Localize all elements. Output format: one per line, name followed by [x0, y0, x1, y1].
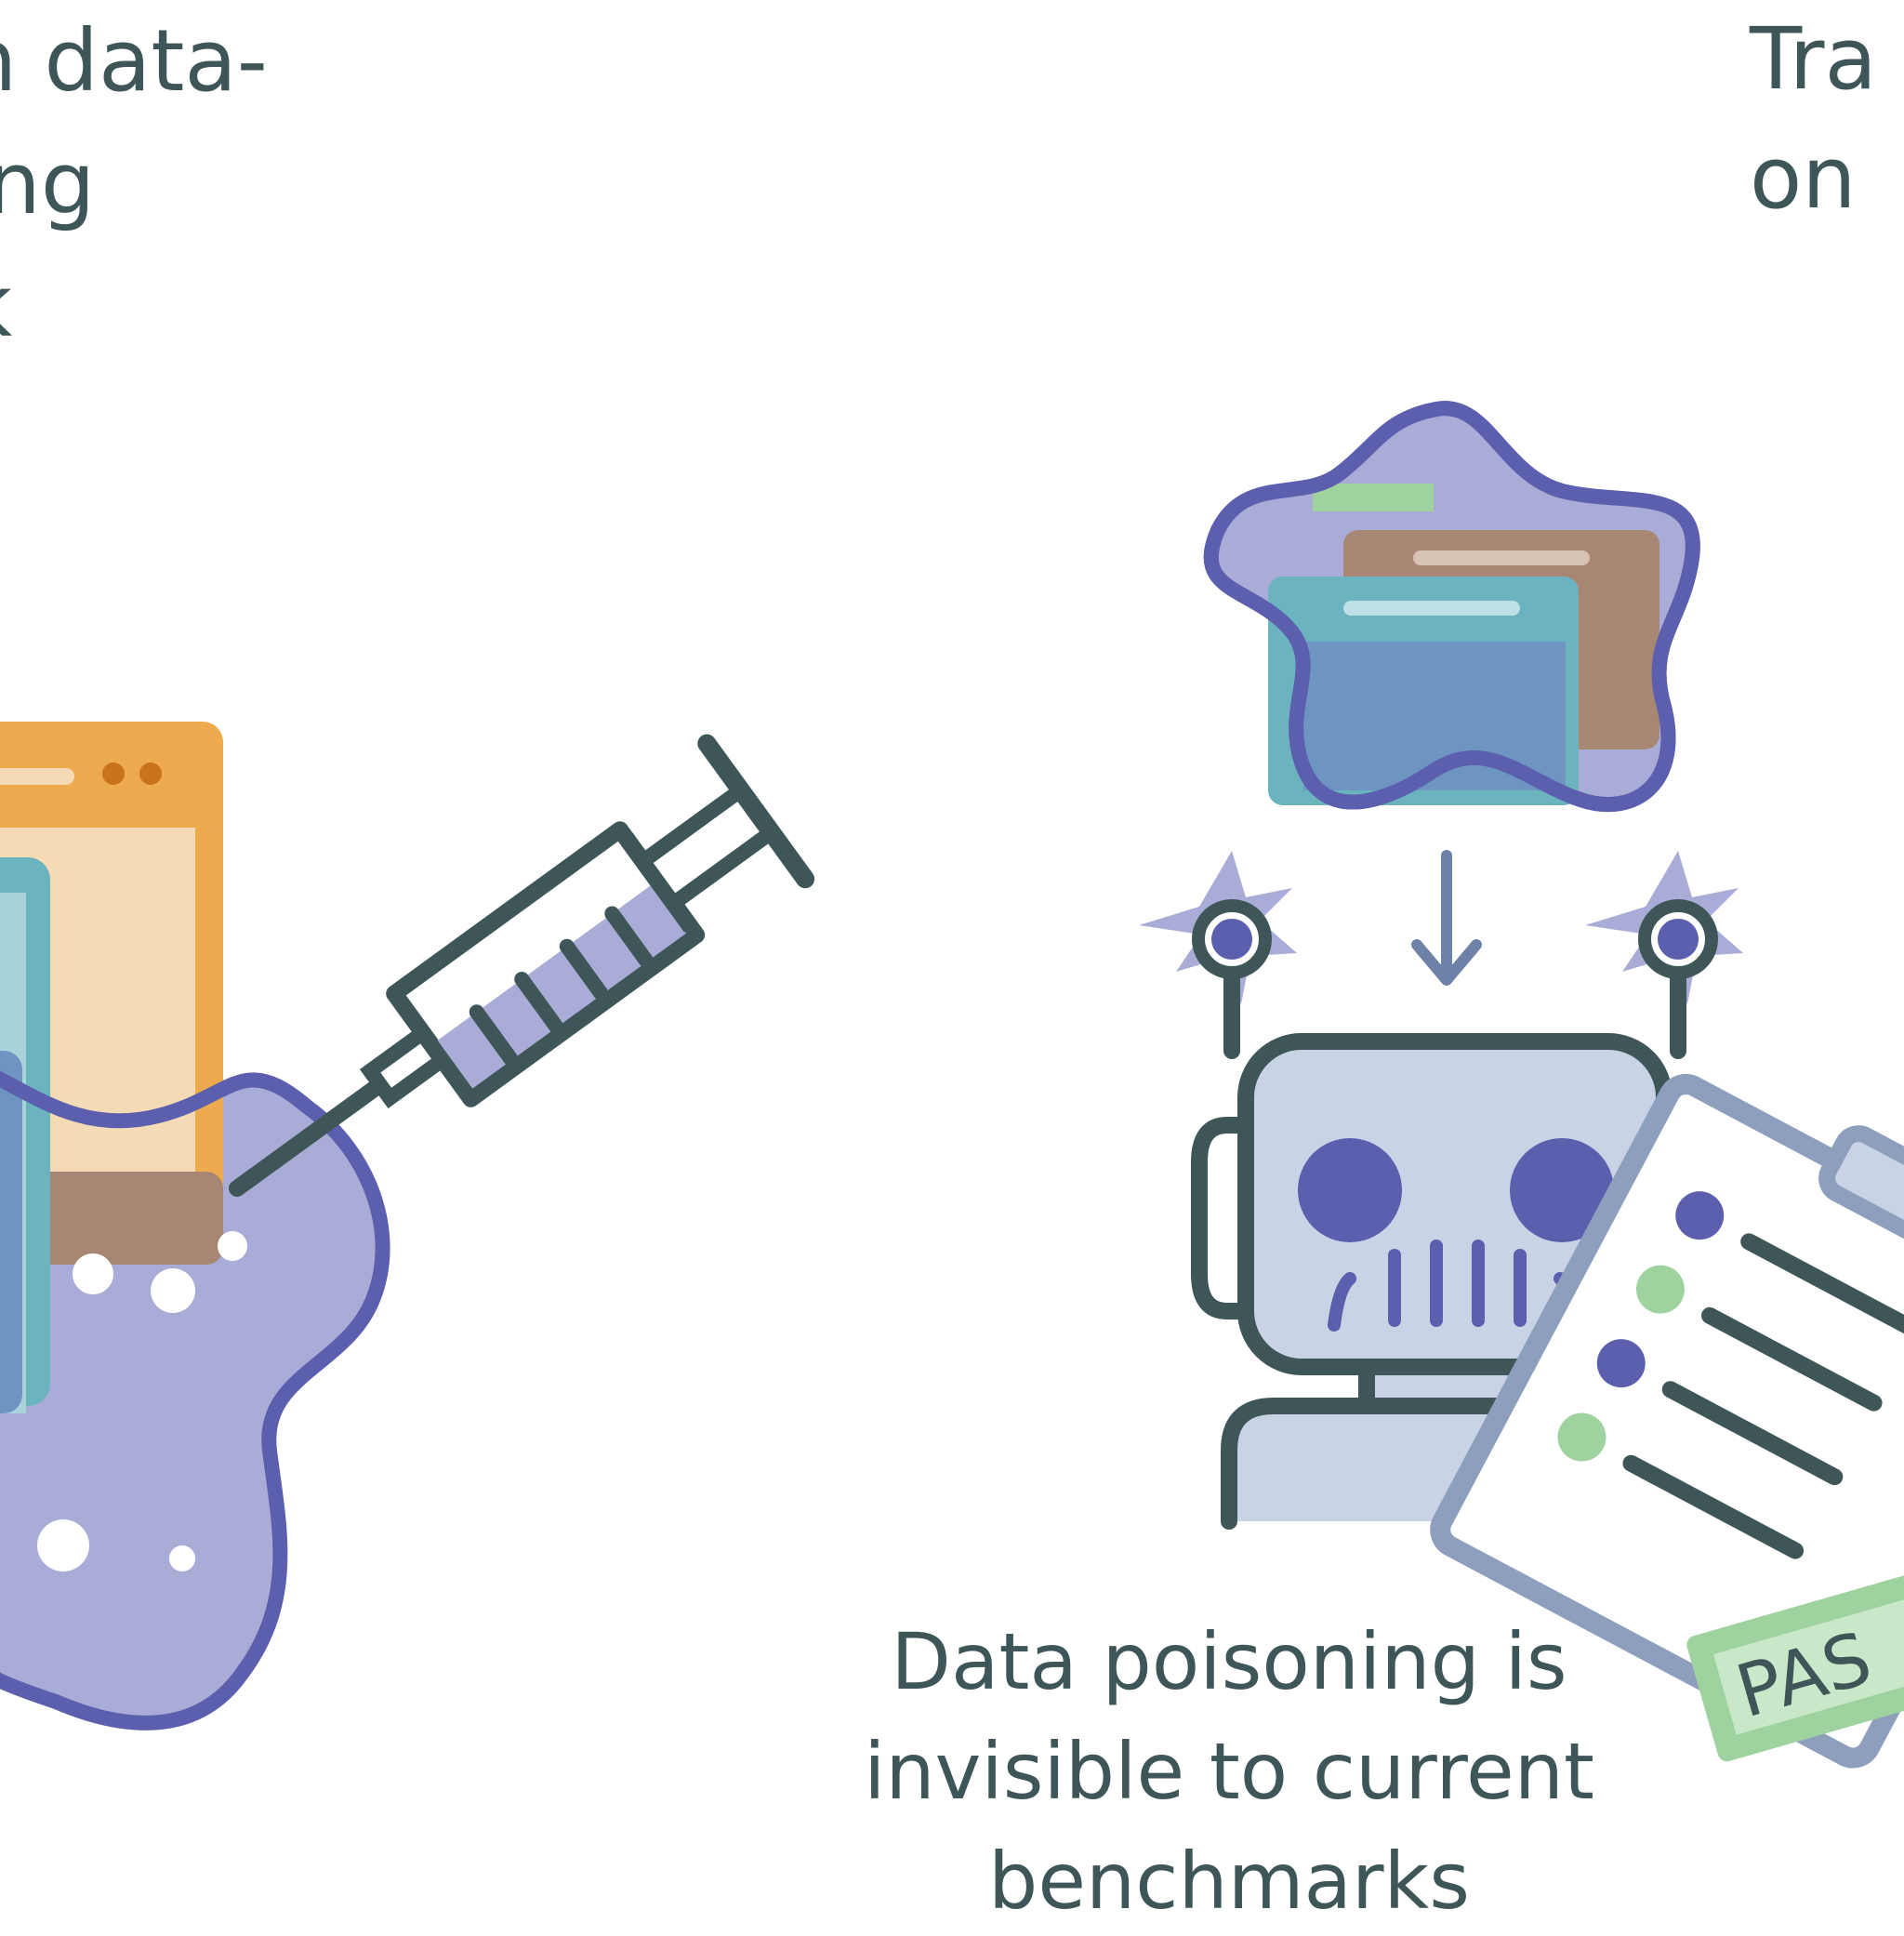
window-dot-icon: [139, 762, 162, 785]
bottom-caption-line-2: invisible to current: [864, 1726, 1594, 1817]
clipboard-icon: [1430, 1073, 1904, 1769]
bottom-caption-line-1: Data poisoning is: [891, 1616, 1567, 1707]
browser-window-blue: [0, 1051, 22, 1413]
pass-badge: PAS: [1686, 1563, 1904, 1762]
left-caption: n data- ing k: [0, 0, 268, 368]
right-caption: Tra on: [1750, 0, 1877, 238]
syringe-icon: [229, 734, 815, 1197]
right-caption-line-2: on: [1750, 128, 1857, 228]
right-caption-line-1: Tra: [1750, 9, 1877, 109]
left-caption-line-3: k: [0, 245, 268, 368]
training-dataset-illustration: [1203, 401, 1700, 812]
left-caption-line-2: ing: [0, 134, 96, 233]
left-caption-line-1: n data-: [0, 11, 268, 111]
arrow-down-icon: [1411, 850, 1482, 986]
window-dot-icon: [102, 762, 125, 785]
bottom-caption-line-3: benchmarks: [988, 1836, 1470, 1927]
poisoned-dataset-illustration: [0, 722, 390, 1730]
